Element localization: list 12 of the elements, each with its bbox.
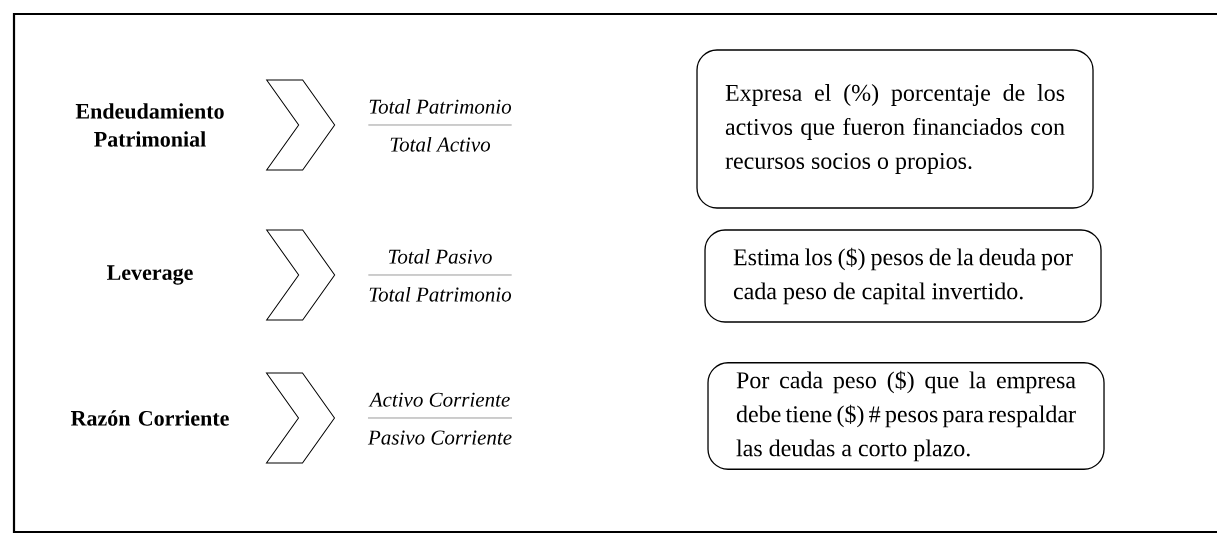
formula: Total Pasivo Total Patrimonio	[368, 249, 512, 302]
formula: Total Patrimonio Total Activo	[368, 99, 512, 152]
row-label: Endeudamiento Patrimonial	[75, 103, 224, 147]
description-box: Expresa el (%) porcentaje de los activos que fueron financiados con recursos socios o propios.	[696, 49, 1094, 209]
row-label: Razón Corriente	[70, 410, 229, 426]
chevron-arrow	[266, 79, 336, 171]
description-box: Por cada peso ($) que la empresa debe tiene ($) # pesos para respaldar las deudas a corto plazo.	[707, 362, 1105, 470]
formula: Activo Corriente Pasivo Corriente	[367, 392, 513, 445]
row-label: Leverage	[107, 265, 193, 285]
chevron-arrow	[266, 229, 336, 321]
description-box: Estima los ($) pesos de la deuda por cada peso de capital invertido.	[704, 229, 1102, 323]
chevron-arrow	[266, 372, 335, 464]
